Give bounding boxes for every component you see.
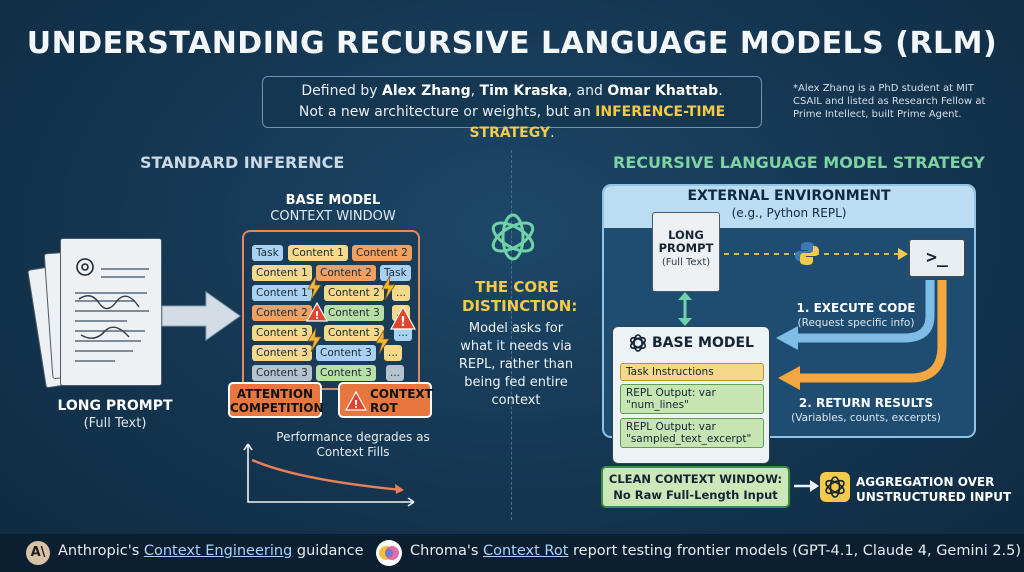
page-title: UNDERSTANDING RECURSIVE LANGUAGE MODELS …	[26, 26, 998, 61]
rlm-long-prompt-label: LONG PROMPT	[658, 228, 714, 255]
context-rot-label: CONTEXT ROT	[370, 387, 433, 415]
doc-model-link-arrow	[678, 292, 692, 326]
aggregation-arrow	[794, 480, 819, 492]
repl-dashed-link	[724, 248, 908, 260]
chroma-circles-icon	[379, 546, 399, 560]
context-rot-badge: ! CONTEXT ROT	[338, 382, 433, 418]
intro-prefix: Defined by	[301, 83, 383, 99]
context-engineering-link[interactable]: Context Engineering	[143, 543, 293, 559]
step-return-results: 2. RETURN RESULTS	[798, 396, 934, 410]
long-prompt-sub: (Full Text)	[83, 416, 147, 431]
rlm-base-model-title: BASE MODEL	[652, 335, 754, 351]
chip-content: Content 3	[324, 305, 384, 321]
chip-content: Content 3	[316, 365, 376, 381]
chip-ellipsis: ...	[386, 365, 405, 381]
chip-content: Content 1	[252, 285, 312, 301]
chip-content: Content 1	[252, 265, 312, 281]
rlm-long-prompt-document: LONG PROMPT (Full Text)	[652, 212, 720, 292]
svg-text:!: !	[353, 398, 358, 411]
chroma-reference: Chroma's Context Rot report testing fron…	[410, 543, 1021, 559]
chip-content: Content 2	[324, 285, 384, 301]
long-prompt-label: LONG PROMPT	[57, 398, 173, 414]
chip-task: Task	[252, 245, 283, 261]
openai-knot-icon	[491, 213, 535, 261]
chip-content: Content 3	[252, 365, 312, 381]
task-instructions-chip: Task Instructions	[620, 363, 764, 381]
performance-note: Performance degrades as Context Fills	[276, 430, 430, 459]
rlm-long-prompt-sub: (Full Text)	[661, 257, 711, 268]
performance-decline-graph	[243, 443, 415, 507]
core-distinction-title: THE CORE DISTINCTION:	[462, 278, 578, 315]
chip-ellipsis: ...	[392, 285, 411, 301]
chip-content: Content 2	[316, 265, 376, 281]
repl-output-chip: REPL Output: var "sampled_text_excerpt"	[620, 418, 764, 448]
external-environment-title: EXTERNAL ENVIRONMENT	[687, 188, 891, 204]
section-divider	[511, 150, 512, 520]
lightning-bolt-icon	[381, 276, 396, 300]
standard-base-model-title: BASE MODEL	[285, 193, 381, 208]
chip-content: Content 3	[324, 325, 384, 341]
context-rot-link[interactable]: Context Rot	[483, 543, 569, 559]
context-window-box: Task Content 1 Content 2 Content 1 Conte…	[242, 230, 420, 390]
core-distinction-body: Model asks for what it needs via REPL, r…	[458, 321, 574, 408]
lightning-bolt-icon	[375, 330, 390, 354]
python-logo-icon	[795, 242, 819, 265]
anthropic-reference: Anthropic's Context Engineering guidance	[58, 543, 364, 559]
step-execute-code-sub: (Request specific info)	[797, 317, 915, 329]
svg-text:!: !	[400, 315, 406, 330]
intro-line2-end: .	[550, 125, 555, 141]
svg-text:!: !	[314, 309, 319, 322]
chip-content: Content 2	[252, 305, 312, 321]
anthropic-logo-icon: A\	[26, 541, 50, 565]
chroma-logo-icon	[376, 540, 402, 566]
author-3: Omar Khattab	[607, 83, 719, 99]
chip-ellipsis: ...	[384, 345, 403, 361]
chip-content: Content 2	[352, 245, 412, 261]
chip-content: Content 3	[252, 345, 312, 361]
chip-content: Content 1	[288, 245, 348, 261]
standard-section-title: STANDARD INFERENCE	[140, 153, 345, 172]
step-return-results-sub: (Variables, counts, excerpts)	[791, 412, 941, 424]
external-environment-sub: (e.g., Python REPL)	[731, 206, 847, 220]
intro-line-2: Not a new architecture or weights, but a…	[263, 102, 761, 144]
doc-lines-icon	[75, 258, 149, 362]
chip-content: Content 3	[252, 325, 312, 341]
author-footnote: *Alex Zhang is a PhD student at MIT CSAI…	[793, 83, 986, 120]
intro-sep-1: ,	[470, 83, 480, 99]
long-prompt-document	[60, 238, 162, 386]
warning-triangle-icon: !	[306, 302, 328, 322]
aggregation-label: AGGREGATION OVER UNSTRUCTURED INPUT	[856, 475, 1012, 504]
chip-content: Content 3	[316, 345, 376, 361]
intro-box: Defined by Alex Zhang, Tim Kraska, and O…	[262, 76, 762, 141]
chroma-prefix: Chroma's	[410, 543, 483, 559]
author-1: Alex Zhang	[382, 83, 471, 99]
intro-line-1: Defined by Alex Zhang, Tim Kraska, and O…	[263, 81, 761, 102]
footer-bar	[0, 534, 1024, 572]
anthropic-suffix: guidance	[292, 543, 364, 559]
context-window-label: CONTEXT WINDOW	[270, 209, 396, 224]
warning-triangle-icon: !	[390, 306, 416, 330]
doc-model-icon	[76, 258, 94, 276]
feed-arrow-icon	[161, 291, 241, 341]
terminal-icon: >_	[908, 238, 966, 278]
execute-return-arrows	[776, 280, 947, 390]
aggregation-model-badge	[820, 472, 850, 502]
repl-output-chip: REPL Output: var "num_lines"	[620, 384, 764, 414]
anthropic-prefix: Anthropic's	[58, 543, 144, 559]
step-execute-code: 1. EXECUTE CODE	[796, 301, 916, 315]
warning-triangle-icon: !	[345, 391, 367, 411]
clean-context-window-badge: CLEAN CONTEXT WINDOW: No Raw Full-Length…	[601, 466, 790, 508]
chroma-suffix: report testing frontier models (GPT-4.1,…	[568, 543, 1022, 559]
rlm-section-title: RECURSIVE LANGUAGE MODEL STRATEGY	[613, 153, 985, 172]
openai-knot-icon	[825, 476, 845, 498]
intro-line2-prefix: Not a new architecture or weights, but a…	[298, 104, 596, 120]
lightning-bolt-icon	[307, 276, 322, 300]
intro-sep-2: , and	[567, 83, 608, 99]
lightning-bolt-icon	[307, 328, 322, 352]
intro-end: .	[718, 83, 723, 99]
intro-highlight: INFERENCE-TIME STRATEGY	[469, 104, 726, 141]
author-2: Tim Kraska	[479, 83, 568, 99]
attention-competition-badge: ATTENTION COMPETITION	[228, 382, 324, 418]
openai-knot-icon	[629, 334, 647, 352]
